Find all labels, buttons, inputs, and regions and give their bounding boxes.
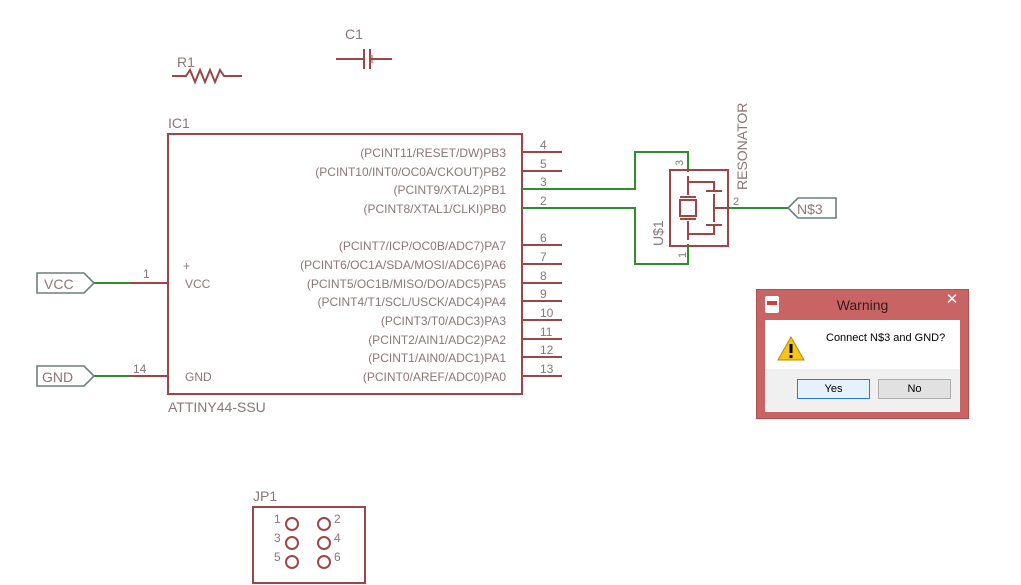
jp1-pins: 1 2 3 4 5 6 [274, 512, 341, 569]
connector-jp1[interactable]: JP1 1 2 3 4 5 6 [252, 488, 366, 584]
net-port-n3[interactable]: N$3 [786, 197, 837, 219]
jp1-pad[interactable] [317, 536, 331, 550]
resonator-pin-number: 3 [674, 160, 686, 166]
ic1-pin-number: 2 [540, 194, 547, 208]
jp1-pin-number: 5 [274, 550, 281, 564]
ic1-pin-number: 9 [540, 287, 547, 301]
jp1-pad[interactable] [285, 555, 299, 569]
ic1-pin-number: 8 [540, 269, 547, 283]
jp1-pad[interactable] [285, 536, 299, 550]
net-port-gnd[interactable]: GND [36, 365, 96, 387]
ic1-pin-number: 4 [540, 138, 547, 152]
capacitor-c1[interactable]: C1 [336, 26, 392, 69]
jp1-pin-number: 1 [274, 512, 281, 526]
jp1-body [252, 506, 366, 584]
ic1-value: ATTINY44-SSU [168, 399, 266, 415]
resistor-symbol [172, 67, 242, 85]
dialog-message: Connect N$3 and GND? [826, 332, 946, 344]
ic1-pin-number: 5 [540, 157, 547, 171]
warning-icon [777, 336, 805, 361]
r1-name: R1 [177, 54, 195, 70]
ic1-pin-number: 10 [540, 306, 554, 320]
ic1-pin-label: GND [185, 370, 212, 384]
net-port-vcc[interactable]: VCC [36, 272, 96, 294]
ic1-pin-number: 11 [540, 325, 553, 339]
ic1-pin-label: (PCINT7/ICP/OC0B/ADC7)PA7 [339, 239, 506, 253]
ic1-pin-number: 3 [540, 175, 547, 189]
ic1-attiny44[interactable]: IC1 ATTINY44-SSU + 1 14 VCC GND 4 (PCINT1… [130, 115, 562, 415]
ic1-name: IC1 [168, 115, 190, 131]
ic1-pin-number: 12 [540, 343, 554, 357]
resonator-name: U$1 [650, 220, 666, 246]
wire-pb0-resonator[interactable] [522, 207, 689, 265]
ic1-pin-number: 13 [540, 362, 554, 376]
warning-dialog[interactable]: Warning ✕ Connect N$3 and GND? Yes No [756, 289, 969, 419]
ic1-pin-label: (PCINT2/AIN1/ADC2)PA2 [368, 333, 506, 347]
ic1-pin-label: (PCINT9/XTAL2)PB1 [394, 183, 507, 197]
resonator-pin-number: 2 [733, 196, 739, 208]
ic1-pin-number: 6 [540, 231, 547, 245]
c1-name: C1 [345, 26, 363, 42]
ic1-pin-number: 1 [143, 267, 150, 281]
jp1-pin-number: 6 [334, 550, 341, 564]
wire-pb1-resonator[interactable] [522, 151, 689, 190]
no-button[interactable]: No [878, 379, 951, 399]
resonator-value: RESONATOR [734, 103, 750, 190]
ic1-pin-label: VCC [185, 277, 211, 291]
resistor-r1[interactable]: R1 [172, 54, 242, 85]
port-label: N$3 [797, 201, 823, 217]
port-label: VCC [44, 276, 74, 292]
dialog-titlebar[interactable]: Warning ✕ [757, 290, 968, 320]
jp1-pad[interactable] [317, 517, 331, 531]
jp1-pin-number: 2 [334, 512, 341, 526]
ic1-pin-number: 14 [133, 362, 147, 376]
ic1-plus-mark: + [183, 259, 190, 273]
jp1-pin-number: 4 [334, 531, 341, 545]
ic1-pin-label: (PCINT1/AIN0/ADC1)PA1 [368, 351, 506, 365]
dialog-button-area: Yes No [765, 369, 960, 412]
port-label: GND [42, 369, 73, 385]
jp1-name: JP1 [253, 488, 277, 504]
ic1-pin-label: (PCINT4/T1/SCL/USCK/ADC4)PA4 [318, 295, 507, 309]
dialog-body: Connect N$3 and GND? Yes No [765, 320, 960, 412]
ic1-pin-label: (PCINT6/OC1A/SDA/MOSI/ADC6)PA6 [300, 258, 506, 272]
dialog-title: Warning [836, 297, 889, 313]
schematic-app-icon [765, 296, 779, 313]
jp1-pad[interactable] [317, 555, 331, 569]
ic1-pin-label: (PCINT10/INT0/OC0A/CKOUT)PB2 [315, 165, 506, 179]
close-icon[interactable]: ✕ [945, 291, 959, 308]
yes-button[interactable]: Yes [797, 379, 870, 399]
ic1-pin-number: 7 [540, 250, 547, 264]
jp1-pin-number: 3 [274, 531, 281, 545]
ic1-pin-label: (PCINT0/AREF/ADC0)PA0 [363, 370, 506, 384]
ic1-pin-label: (PCINT5/OC1B/MISO/DO/ADC5)PA5 [307, 277, 506, 291]
ic1-pin-label: (PCINT8/XTAL1/CLKI)PB0 [364, 202, 507, 216]
ic1-right-pins: 4 (PCINT11/RESET/DW)PB3 5 (PCINT10/INT0/OC0… [300, 138, 562, 384]
resonator-pin-number: 1 [677, 252, 689, 258]
dialog-message-area: Connect N$3 and GND? [765, 320, 960, 369]
jp1-pad[interactable] [285, 517, 299, 531]
ic1-pin-label: (PCINT3/T0/ADC3)PA3 [381, 314, 506, 328]
ic1-pin-label: (PCINT11/RESET/DW)PB3 [360, 146, 506, 160]
resonator-u1[interactable]: 3 2 1 U$1 RESONATOR [650, 103, 750, 258]
